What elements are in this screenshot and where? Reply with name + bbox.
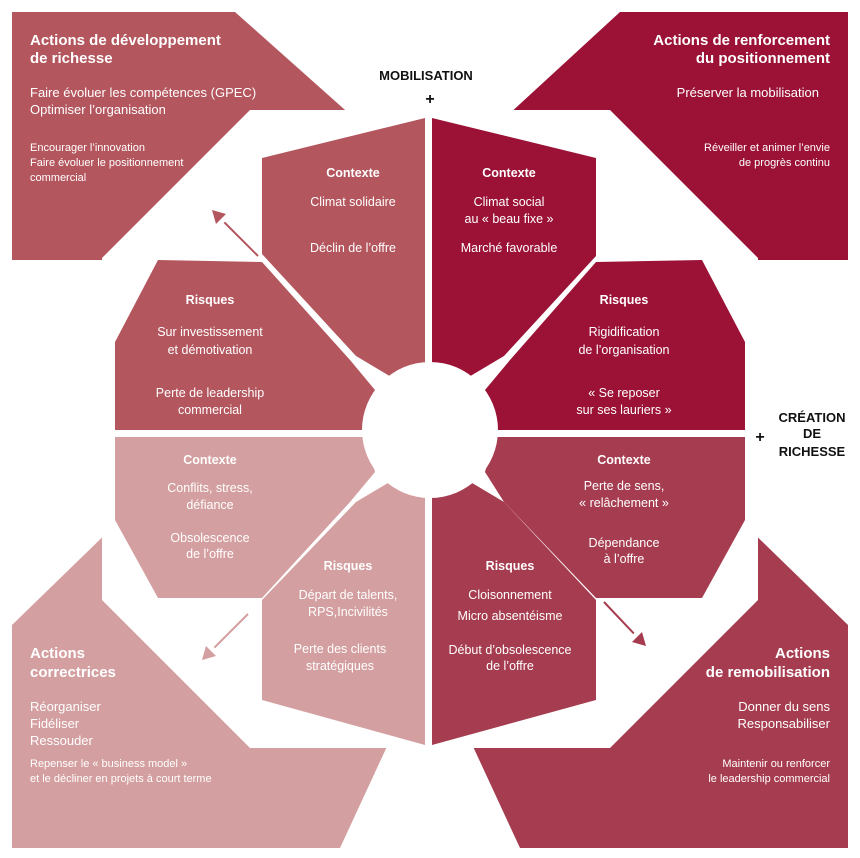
br-context-line-1: Perte de sens, [584,479,665,493]
br-context-line-2: « relâchement » [579,496,669,510]
axis-richesse-label-3: RICHESSE [779,444,846,459]
bl-risks-line2-2: stratégiques [306,659,374,673]
tl-sub-1: Encourager l’innovation [30,142,145,154]
br-item-2: Responsabiliser [738,716,831,731]
bl-context-line-1: Conflits, stress, [167,481,252,495]
br-title-2: de remobilisation [706,664,830,681]
tr-title-2: du positionnement [696,50,830,67]
tl-context-line-1: Climat solidaire [310,195,395,209]
segment-tr-risks [485,260,745,430]
arrowhead-top-left [212,210,226,224]
tr-context-heading: Contexte [482,166,536,180]
tl-item-1: Faire évoluer les compétences (GPEC) [30,85,256,100]
bl-item-2: Fidéliser [30,716,80,731]
tl-risks-line-2: et démotivation [168,343,253,357]
br-title-1: Actions [775,645,830,662]
tl-sub-3: commercial [30,172,86,184]
axis-mobilisation-label: MOBILISATION [379,68,473,83]
tr-risks-line-1: Rigidification [589,325,660,339]
bl-item-1: Réorganiser [30,699,101,714]
tl-sub-2: Faire évoluer le positionnement [30,157,183,169]
br-risks-line2-2: de l’offre [486,659,534,673]
br-context-line2-1: Dépendance [589,536,660,550]
bl-title-1: Actions [30,645,85,662]
tr-context-line-2: au « beau fixe » [465,212,554,226]
tr-risks-line2-1: « Se reposer [588,386,660,400]
tr-item-1: Préserver la mobilisation [677,85,819,100]
axis-richesse-plus: + [755,429,764,446]
segment-tl-context [262,118,425,384]
br-sub-1: Maintenir ou renforcer [722,758,830,770]
tl-risks-line2-2: commercial [178,403,242,417]
bl-context-line-2: défiance [186,498,233,512]
tl-item-2: Optimiser l’organisation [30,102,166,117]
corner-panel-top-right [470,12,848,260]
axis-mobilisation-plus: + [425,91,434,108]
tl-risks-line-1: Sur investissement [157,325,263,339]
center-hole [362,362,498,498]
tr-risks-line-2: de l’organisation [578,343,669,357]
arrow-top-left [217,215,259,257]
tl-title-1: Actions de développement [30,32,221,49]
br-context-line2-2: à l’offre [604,552,645,566]
segment-bl-context [115,437,375,598]
tr-context-line2-1: Marché favorable [461,241,558,255]
segment-br-context [485,437,745,598]
bl-context-heading: Contexte [183,453,237,467]
segment-bl-risks [262,474,425,745]
tr-title-1: Actions de renforcement [653,32,830,49]
br-sub-2: le leadership commercial [708,773,830,785]
bl-risks-heading: Risques [324,559,373,573]
br-context-heading: Contexte [597,453,651,467]
br-risks-line-1: Cloisonnement [468,588,552,602]
bl-sub-2: et le décliner en projets à court terme [30,773,212,785]
axis-richesse-label-2: DE [803,426,821,441]
segment-tr-context [432,118,596,384]
corner-panel-top-left [12,12,390,260]
br-item-1: Donner du sens [738,699,830,714]
bl-title-2: correctrices [30,664,116,681]
tl-context-line2-1: Déclin de l’offre [310,241,396,255]
arrow-bottom-left [207,613,249,655]
tr-risks-line2-2: sur ses lauriers » [576,403,671,417]
arrow-bottom-right [603,601,641,641]
axis-richesse-label-1: CRÉATION [779,410,846,425]
bl-risks-line-1: Départ de talents, [299,588,398,602]
bl-sub-1: Repenser le « business model » [30,758,187,770]
segment-br-risks [432,474,596,745]
tl-risks-line2-1: Perte de leadership [156,386,264,400]
tl-risks-heading: Risques [186,293,235,307]
bl-context-line2-2: de l’offre [186,547,234,561]
bl-risks-line2-1: Perte des clients [294,642,386,656]
tr-context-line-1: Climat social [474,195,545,209]
arrow-top-right [605,205,647,247]
br-risks-heading: Risques [486,559,535,573]
tr-sub-2: de progrès continu [739,157,830,169]
br-risks-line-2: Micro absentéisme [458,609,563,623]
bl-item-3: Ressouder [30,733,94,748]
tl-title-2: de richesse [30,50,113,67]
br-risks-line2-1: Début d’obsolescence [449,643,572,657]
segment-tl-risks [115,260,375,430]
arrowhead-bottom-right [632,632,646,646]
tr-risks-heading: Risques [600,293,649,307]
arrowhead-bottom-left [202,646,216,660]
bl-risks-line-2: RPS,Incivilités [308,605,388,619]
tr-sub-1: Réveiller et animer l’envie [704,142,830,154]
tl-context-heading: Contexte [326,166,380,180]
bl-context-line2-1: Obsolescence [170,531,249,545]
